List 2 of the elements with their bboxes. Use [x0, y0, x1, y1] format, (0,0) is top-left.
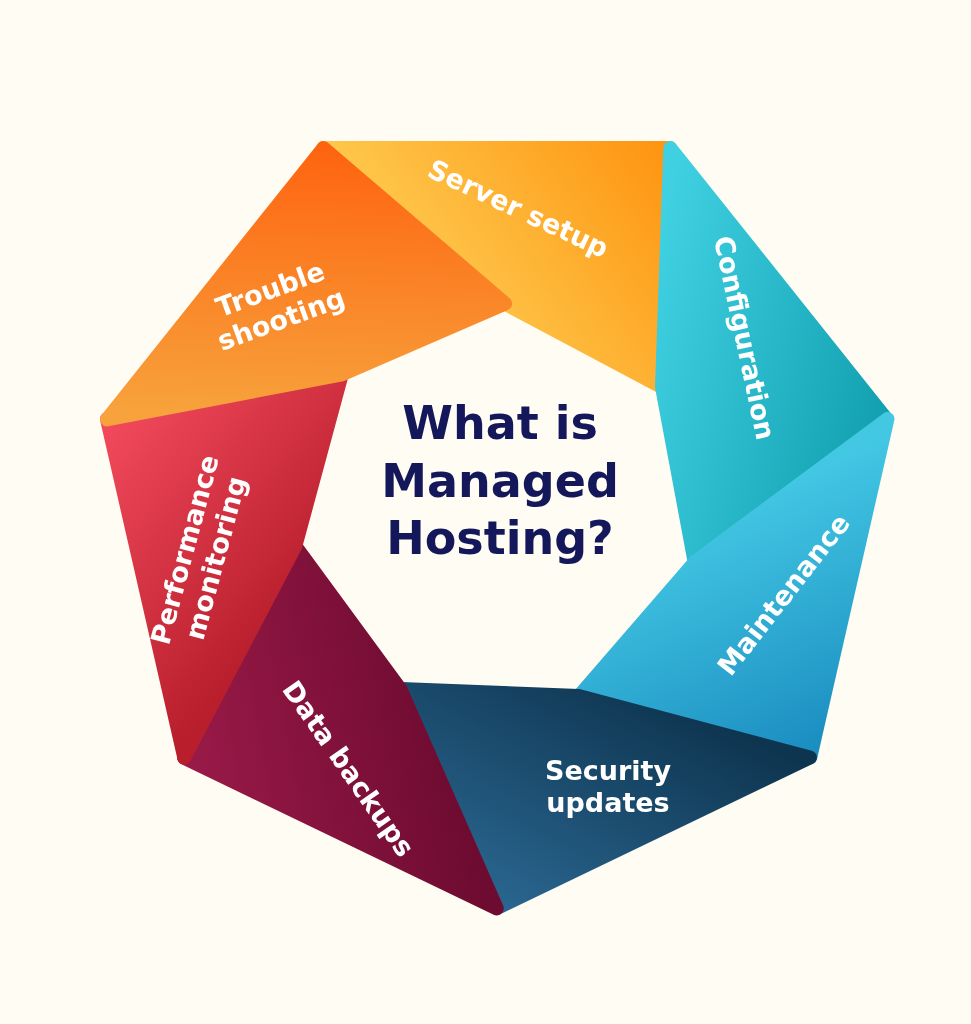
segment-label: Security updates: [543, 754, 672, 820]
center-title: What is Managed Hosting?: [380, 395, 620, 567]
